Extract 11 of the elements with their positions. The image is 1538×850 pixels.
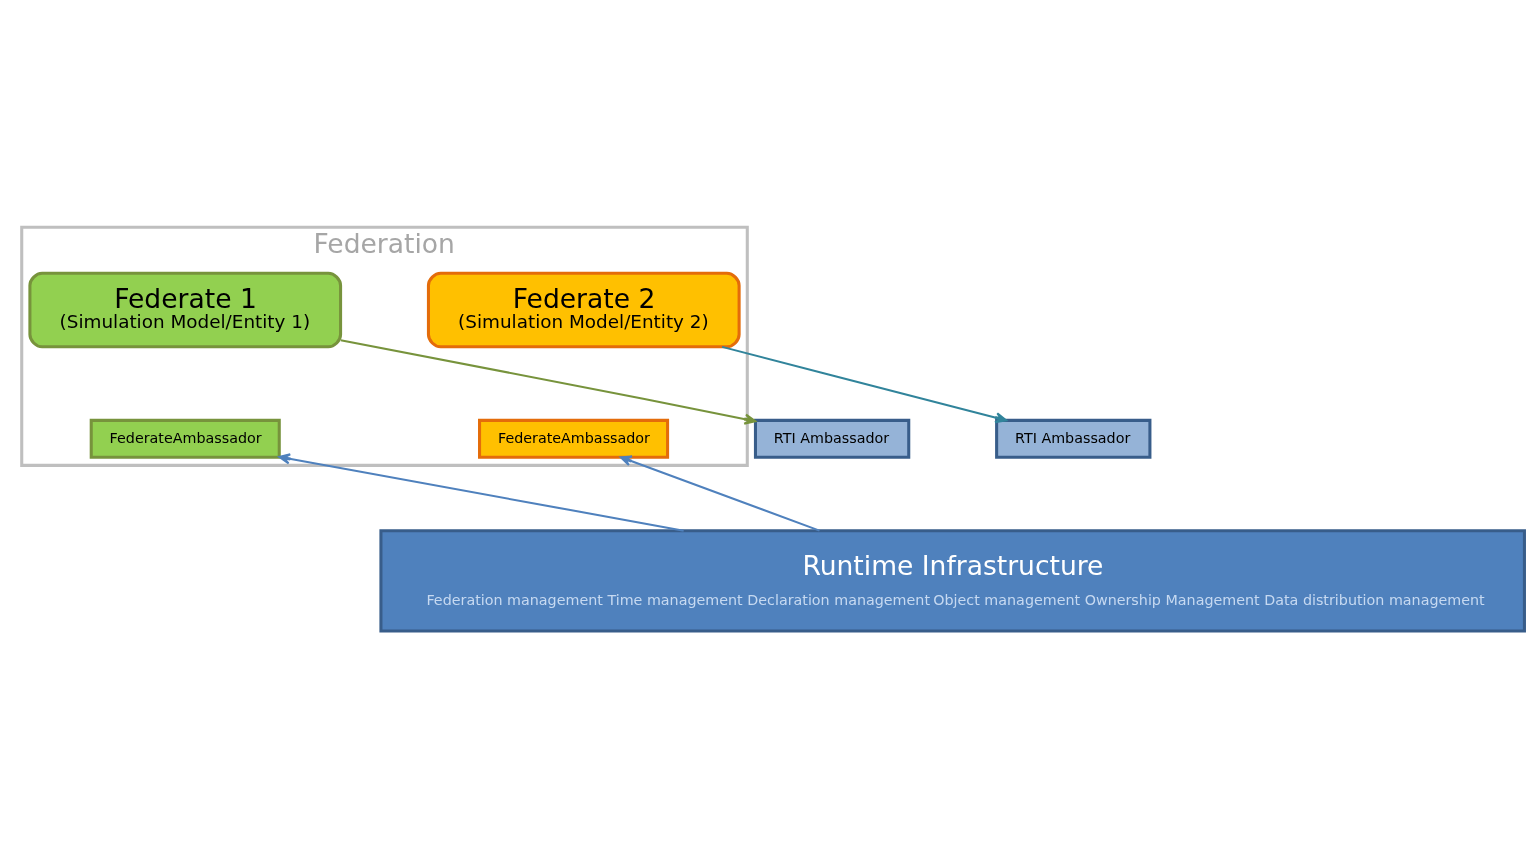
node-box: RTI Ambassador	[995, 418, 1152, 459]
arrow	[721, 345, 1008, 424]
node-box: FederateAmbassador	[478, 418, 670, 459]
arrow	[278, 453, 684, 532]
node-box: Runtime Infrastructure Federation management Time management Declaration management Object management Ownership Management Data distribution management	[379, 529, 1526, 633]
node-box: Federate 1 (Simulation Model/Entity 1)	[28, 271, 343, 349]
node-box: Federate 2 (Simulation Model/Entity 2)	[426, 271, 741, 349]
node-box: RTI Ambassador	[753, 418, 911, 459]
node-box: FederateAmbassador	[89, 418, 281, 459]
arrow	[619, 455, 820, 532]
arrow	[340, 339, 757, 425]
